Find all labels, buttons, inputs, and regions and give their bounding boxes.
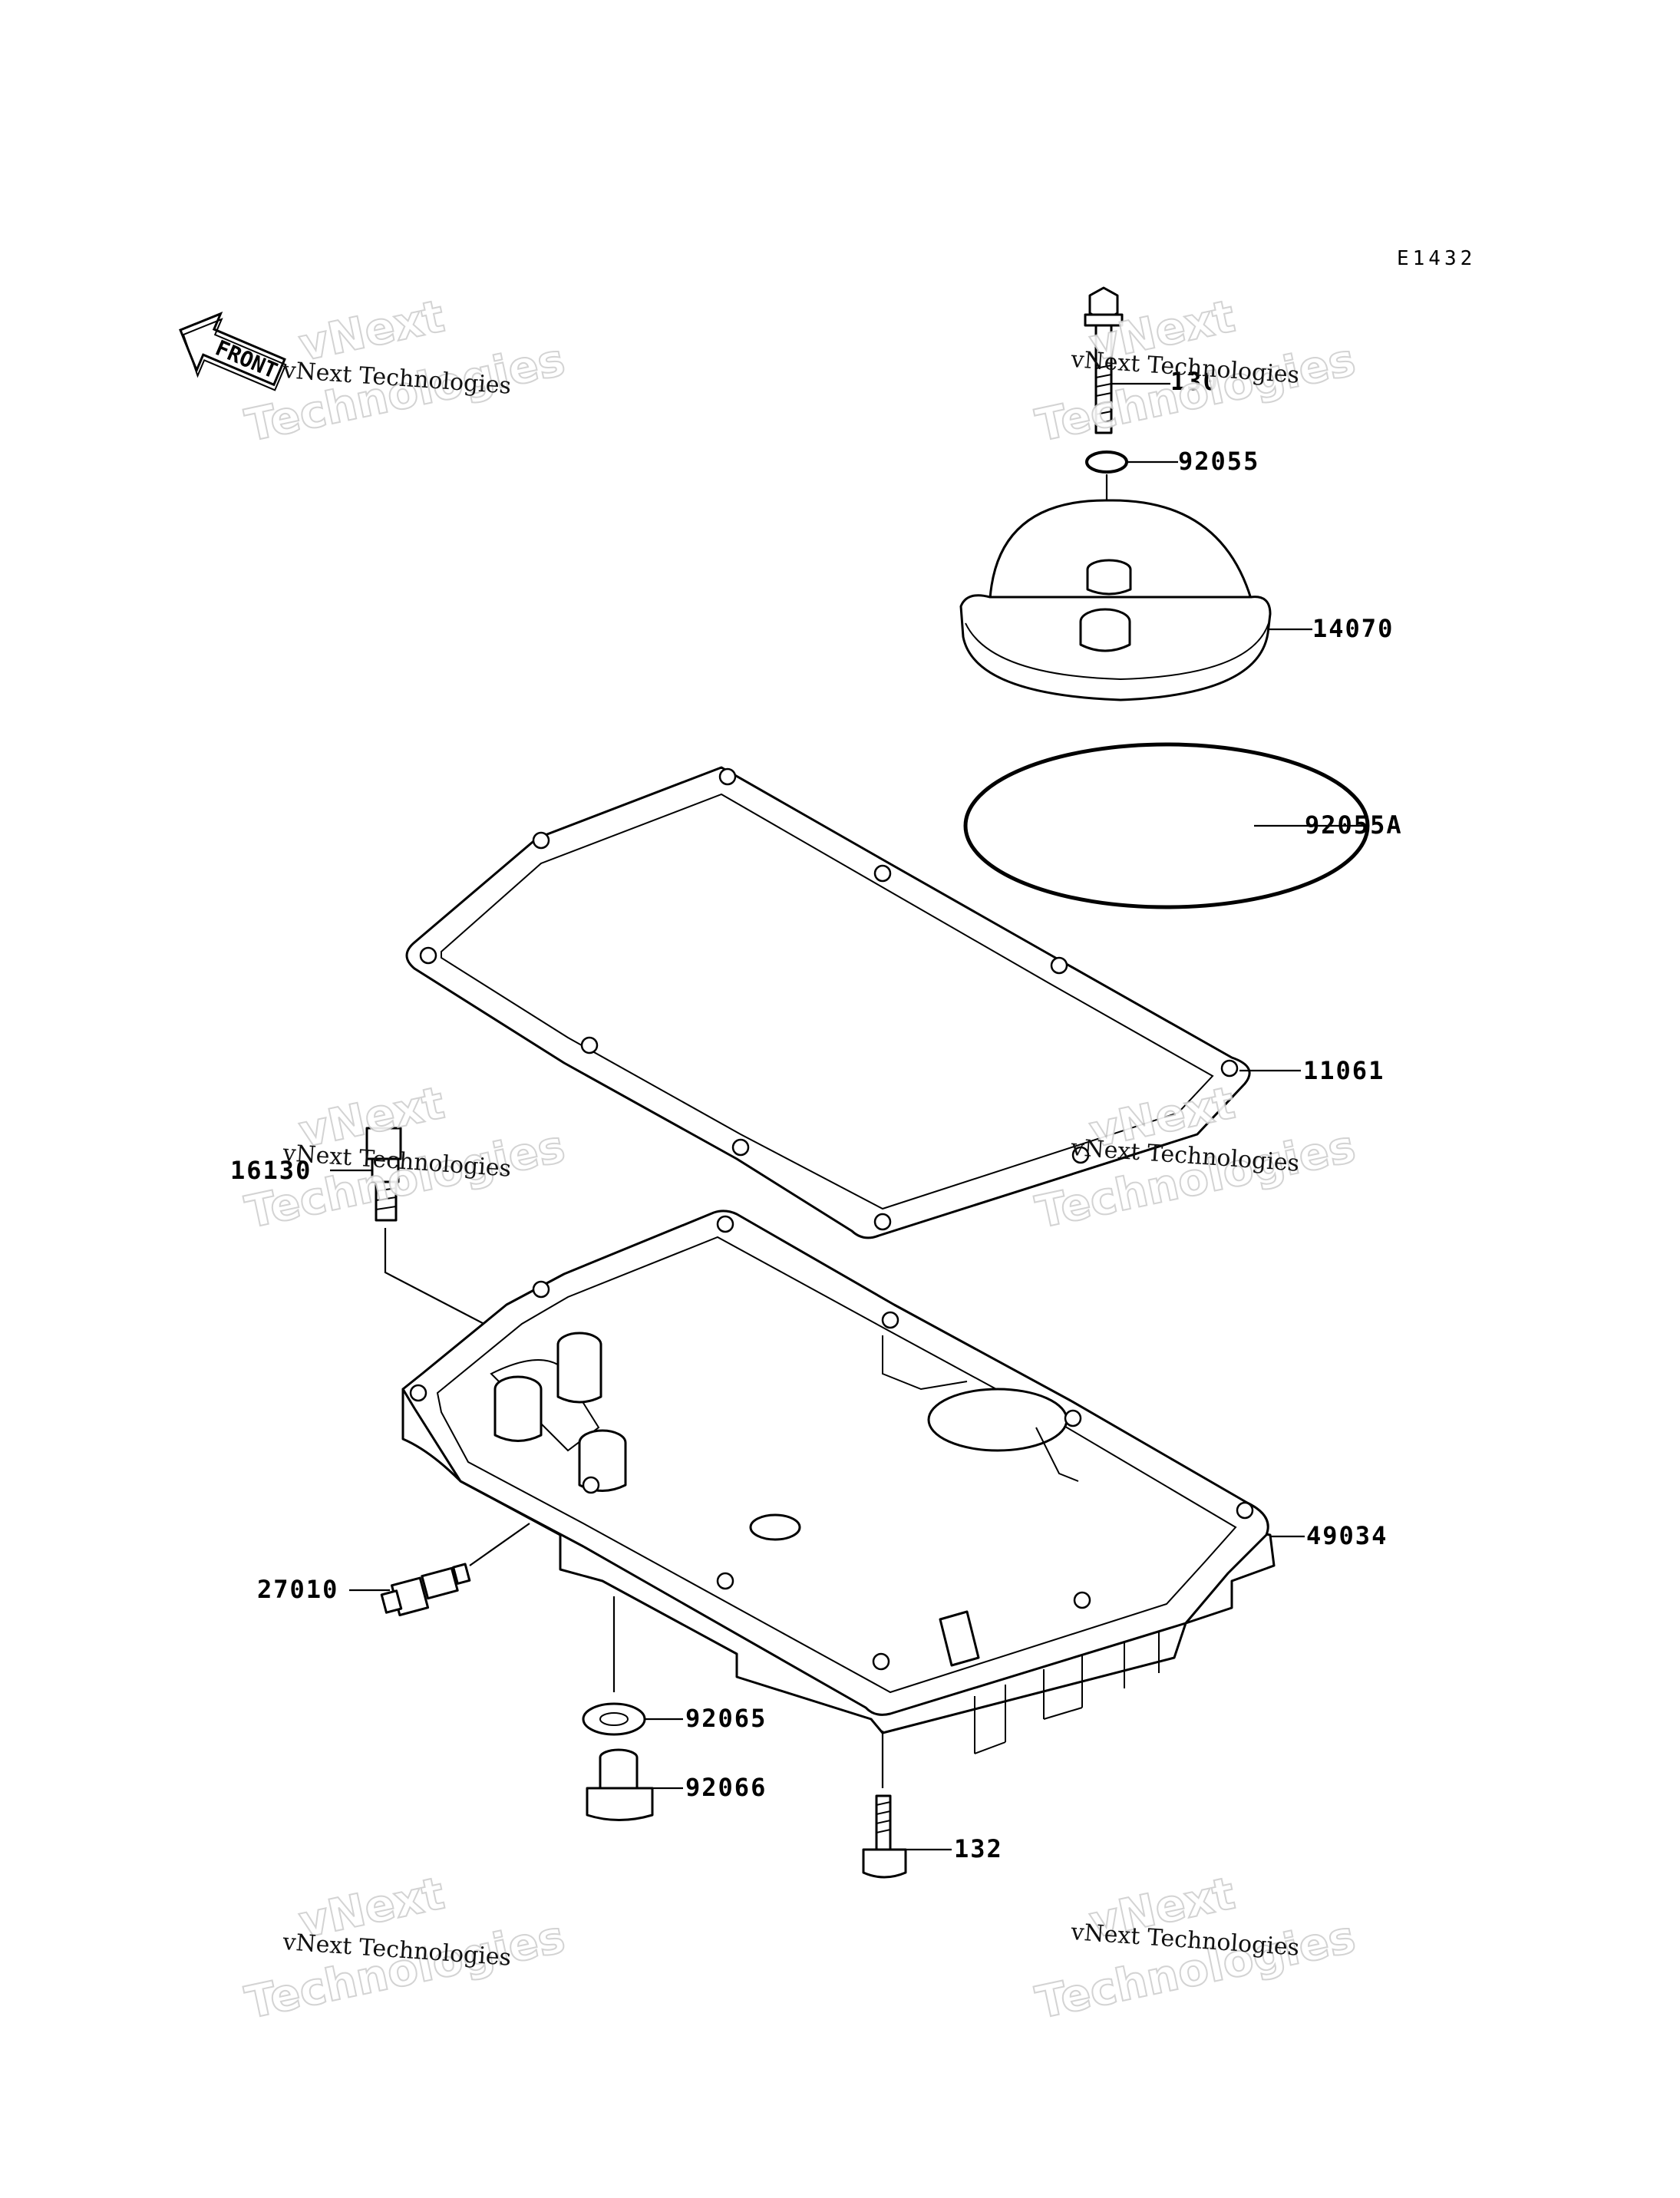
o-ring-92055A	[963, 742, 1370, 909]
label-16130: 16130	[230, 1156, 312, 1185]
drain-plug-92066	[586, 1748, 683, 1821]
label-130: 130	[1170, 367, 1220, 396]
label-27010: 27010	[257, 1575, 338, 1604]
label-92066: 92066	[685, 1773, 767, 1802]
filter-cover-14070	[959, 499, 1312, 701]
label-11061: 11061	[1303, 1056, 1385, 1085]
label-14070: 14070	[1312, 614, 1394, 643]
label-92065: 92065	[685, 1704, 767, 1733]
front-arrow-icon: FRONT	[179, 312, 287, 391]
gasket-11061	[405, 766, 1301, 1239]
watermark-top-left: vNext Technologies vNext Technologies	[240, 289, 570, 453]
watermark-middle-left: vNext Technologies vNext Technologies	[240, 1076, 570, 1239]
bolt-130	[1084, 286, 1170, 434]
watermark-technologies: Technologies	[241, 333, 569, 451]
part-labels: 130 92055 14070 92055A 11061 16130 49034…	[230, 367, 1403, 1863]
watermark-bottom-right: vNext Technologies vNext Technologies	[1031, 1866, 1361, 2030]
watermark-top-right: vNext Technologies vNext Technologies	[1031, 289, 1361, 453]
label-49034: 49034	[1306, 1521, 1388, 1550]
bolt-132	[862, 1794, 952, 1879]
diagram-code: E1432	[1397, 247, 1476, 270]
watermark-bottom-left: vNext Technologies vNext Technologies	[240, 1866, 570, 2030]
watermark-technologies: Technologies	[241, 1120, 569, 1238]
oil-pan-49034	[401, 1210, 1305, 1788]
oil-pan-holes	[409, 1215, 1254, 1671]
gasket-holes	[419, 767, 1239, 1231]
watermark-technologies: Technologies	[241, 1910, 569, 2028]
washer-92065	[582, 1702, 683, 1736]
label-132: 132	[954, 1834, 1003, 1863]
switch-27010	[349, 1523, 530, 1616]
label-92055: 92055	[1178, 447, 1259, 476]
label-92055A: 92055A	[1305, 810, 1403, 840]
